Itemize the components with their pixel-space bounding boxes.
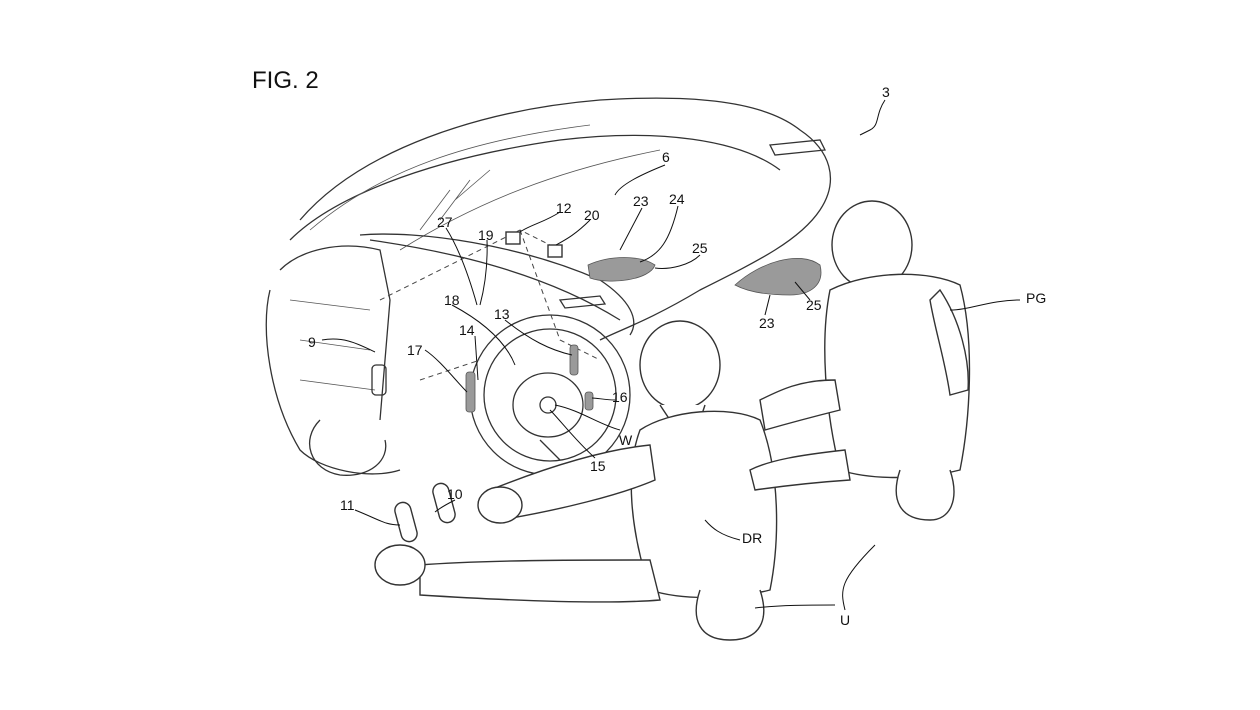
label-ref-13: 13 bbox=[494, 306, 510, 322]
label-patch-25-right: 25 bbox=[806, 297, 822, 313]
label-ref-15: 15 bbox=[590, 458, 606, 474]
label-ref-16: 16 bbox=[612, 389, 628, 405]
passenger-mannequin bbox=[749, 200, 971, 521]
label-ref-17: 17 bbox=[407, 342, 423, 358]
label-patch-25: 25 bbox=[692, 240, 708, 256]
leader-lines bbox=[321, 99, 1021, 611]
vehicle-interior-drawing bbox=[265, 97, 832, 543]
label-ref-18: 18 bbox=[444, 292, 460, 308]
sensor-box-20 bbox=[547, 244, 563, 258]
label-ref-27: 27 bbox=[437, 214, 453, 230]
figure-title: FIG. 2 bbox=[252, 67, 319, 94]
label-wheel: W bbox=[619, 432, 633, 448]
label-pedal-10: 10 bbox=[447, 486, 463, 502]
reference-labels: 3 6 12 20 23 24 25 27 19 18 13 14 9 17 1… bbox=[308, 84, 1046, 628]
label-ref-14: 14 bbox=[459, 322, 475, 338]
label-users: U bbox=[840, 612, 850, 628]
driver-mannequin bbox=[374, 320, 778, 641]
label-vehicle: 3 bbox=[882, 84, 890, 100]
airbag-patch-right bbox=[734, 258, 822, 296]
label-windshield: 6 bbox=[662, 149, 670, 165]
label-arrow-24: 24 bbox=[669, 191, 685, 207]
label-airbag-23: 23 bbox=[633, 193, 649, 209]
label-pedal-11: 11 bbox=[340, 497, 355, 513]
label-ref-19: 19 bbox=[478, 227, 494, 243]
label-passenger: PG bbox=[1026, 290, 1046, 306]
label-box-20: 20 bbox=[584, 207, 600, 223]
label-ref-9: 9 bbox=[308, 334, 316, 350]
label-box-12: 12 bbox=[556, 200, 572, 216]
airbag-patch bbox=[587, 257, 656, 282]
label-airbag-23-right: 23 bbox=[759, 315, 775, 331]
steering-wheel bbox=[465, 314, 631, 476]
sensor-box-12 bbox=[505, 231, 521, 245]
label-driver: DR bbox=[742, 530, 762, 546]
